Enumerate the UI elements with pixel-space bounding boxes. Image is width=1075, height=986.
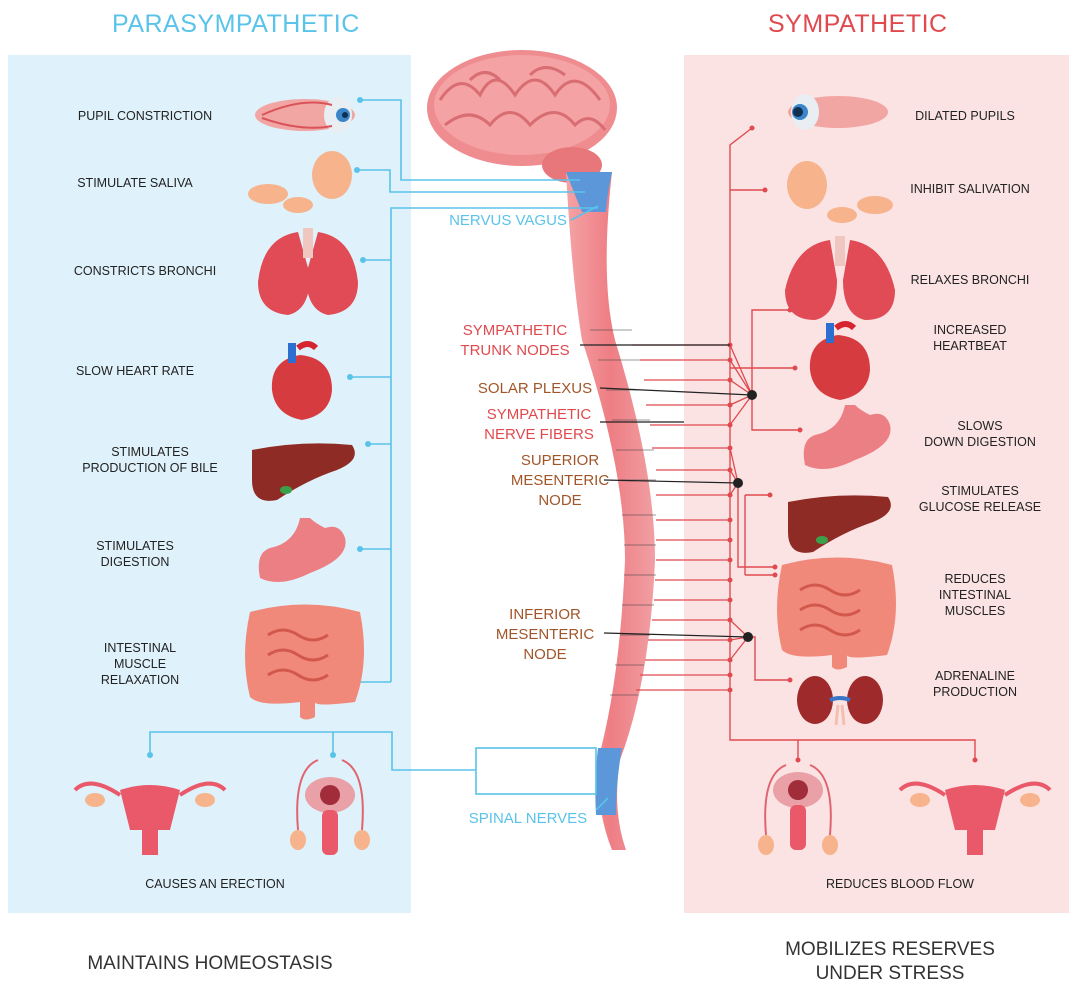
spinal-nerve-segment: [595, 748, 622, 815]
label-stimulate-saliva: STIMULATE SALIVA: [40, 175, 230, 191]
brain-icon: [427, 50, 617, 183]
label-sympathetic-trunk-nodes: SYMPATHETIC TRUNK NODES: [440, 321, 590, 361]
footer-maintains-homeostasis: MAINTAINS HOMEOSTASIS: [40, 952, 380, 976]
label-relaxes-bronchi: RELAXES BRONCHI: [885, 272, 1055, 288]
salivary-gland-icon: [248, 151, 352, 213]
label-superior-mesenteric-node: SUPERIOR MESENTERIC NODE: [500, 451, 620, 511]
label-solar-plexus: SOLAR PLEXUS: [460, 379, 610, 399]
heart-icon: [810, 323, 870, 400]
liver-icon: [252, 443, 355, 501]
lungs-icon: [785, 236, 895, 320]
eye-icon: [255, 97, 355, 133]
label-inferior-mesenteric-node: INFERIOR MESENTERIC NODE: [485, 605, 605, 665]
female-reproductive-icon: [75, 784, 225, 855]
label-slow-heart-rate: SLOW HEART RATE: [50, 363, 220, 379]
label-reduces-intestinal-muscles: REDUCES INTESTINAL MUSCLES: [905, 571, 1045, 619]
label-nervus-vagus: NERVUS VAGUS: [438, 211, 578, 231]
male-reproductive-icon: [290, 760, 370, 855]
intestines-icon: [245, 605, 364, 720]
label-slows-digestion: SLOWS DOWN DIGESTION: [895, 418, 1065, 450]
male-reproductive-icon: [758, 765, 838, 855]
label-constricts-bronchi: CONSTRICTS BRONCHI: [50, 263, 240, 279]
stomach-icon: [259, 518, 346, 582]
label-dilated-pupils: DILATED PUPILS: [890, 108, 1040, 124]
label-reduces-blood-flow: REDUCES BLOOD FLOW: [790, 876, 1010, 892]
label-intestinal-relaxation: INTESTINAL MUSCLE RELAXATION: [80, 640, 200, 688]
label-pupil-constriction: PUPIL CONSTRICTION: [50, 108, 240, 124]
label-stimulates-digestion: STIMULATES DIGESTION: [60, 538, 210, 570]
salivary-gland-icon: [787, 161, 893, 223]
label-sympathetic-nerve-fibers: SYMPATHETIC NERVE FIBERS: [464, 405, 614, 445]
label-increased-heartbeat: INCREASED HEARTBEAT: [905, 322, 1035, 354]
label-spinal-nerves: SPINAL NERVES: [458, 809, 598, 829]
footer-mobilizes-reserves: MOBILIZES RESERVES UNDER STRESS: [730, 938, 1050, 986]
lungs-icon: [258, 228, 358, 315]
label-adrenaline-production: ADRENALINE PRODUCTION: [900, 668, 1050, 700]
label-glucose-release: STIMULATES GLUCOSE RELEASE: [890, 483, 1070, 515]
kidneys-icon: [797, 676, 883, 725]
label-inhibit-salivation: INHIBIT SALIVATION: [885, 181, 1055, 197]
intestines-icon: [777, 558, 896, 670]
label-causes-erection: CAUSES AN ERECTION: [100, 876, 330, 892]
eye-icon: [788, 94, 888, 130]
liver-icon: [788, 495, 891, 552]
female-reproductive-icon: [900, 784, 1050, 855]
stomach-icon: [804, 405, 891, 469]
heart-icon: [272, 343, 332, 420]
label-production-of-bile: STIMULATES PRODUCTION OF BILE: [55, 444, 245, 476]
